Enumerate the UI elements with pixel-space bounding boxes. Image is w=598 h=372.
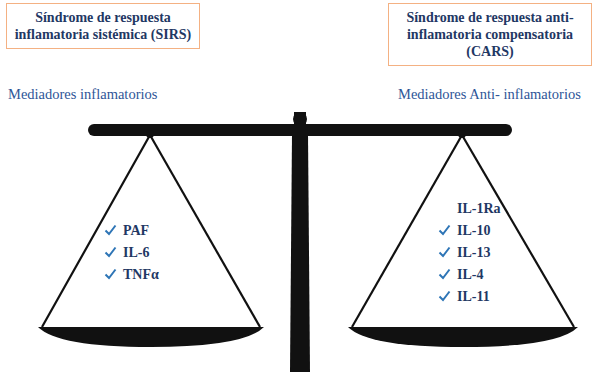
check-stroke (106, 270, 116, 279)
check-mark (104, 268, 117, 280)
mediator-row: IL-11 (438, 285, 501, 307)
check-mark (438, 268, 451, 280)
mediator-row: IL-4 (438, 263, 501, 285)
check-mark (104, 224, 117, 236)
scale-post (290, 134, 310, 372)
mediator-row: TNFα (104, 263, 159, 285)
syndrome-title: Síndrome de respuesta inflamatoria sisté… (13, 9, 193, 43)
mediator-row: IL-1Ra (438, 197, 501, 219)
check-mark (438, 290, 451, 302)
pan-outline (38, 133, 264, 349)
mediator-heading: Mediadores Anti- inflamatorios (398, 86, 581, 103)
mediator-row: IL-6 (104, 241, 159, 263)
syndrome-box: Síndrome de respuesta anti-inflamatoria … (388, 3, 592, 66)
check-mark (438, 246, 451, 258)
check-stroke (106, 226, 116, 235)
mediator-heading: Mediadores inflamatorios (8, 86, 157, 103)
scale-knob (293, 112, 307, 126)
check-mark (438, 224, 451, 236)
pan-string (150, 135, 260, 327)
check-stroke (440, 292, 450, 301)
pan-bowl (38, 327, 264, 347)
pan-string (352, 135, 462, 327)
mediator-name: IL-1Ra (457, 201, 501, 216)
pan-string (42, 135, 150, 327)
mediator-name: IL-6 (123, 245, 149, 260)
mediator-name: IL-13 (457, 245, 490, 260)
check-stroke (440, 226, 450, 235)
mediator-name: TNFα (123, 267, 159, 282)
check-stroke (440, 270, 450, 279)
mediator-list: PAF IL-6TNFα (104, 219, 159, 285)
check-mark (104, 246, 117, 258)
check-stroke (106, 248, 116, 257)
mediator-name: IL-4 (457, 267, 483, 282)
syndrome-title: Síndrome de respuesta anti-inflamatoria … (395, 9, 585, 60)
mediator-list: IL-1RaIL-10IL-13IL-4IL-11 (438, 197, 501, 307)
mediator-row: IL-13 (438, 241, 501, 263)
scale-pan: IL-1RaIL-10IL-13IL-4IL-11 (348, 133, 578, 349)
mediator-name: PAF (123, 223, 149, 238)
mediator-row: PAF (104, 219, 159, 241)
pan-outline (348, 133, 578, 349)
pan-bowl (348, 327, 578, 347)
scale-knob-neck (294, 112, 306, 126)
mediator-name: IL-11 (457, 289, 490, 304)
mediator-row: IL-10 (438, 219, 501, 241)
scale-pan: PAF IL-6TNFα (38, 133, 264, 349)
syndrome-box: Síndrome de respuesta inflamatoria sisté… (6, 3, 200, 49)
check-stroke (440, 248, 450, 257)
mediator-name: IL-10 (457, 223, 490, 238)
